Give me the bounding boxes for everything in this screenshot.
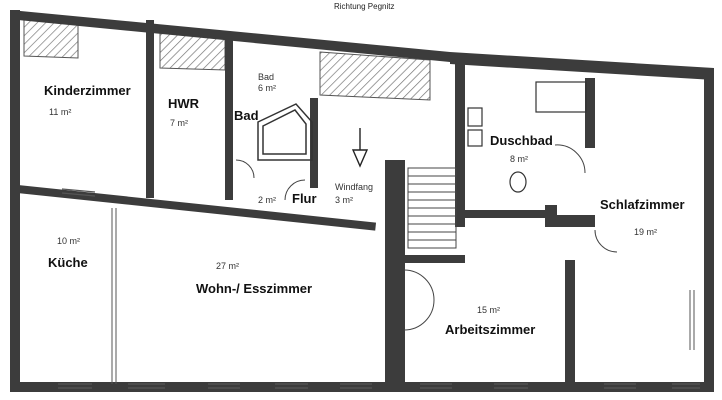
room-kinderzimmer-area: 11 m²	[49, 107, 72, 117]
room-windfang-area: 3 m²	[335, 195, 353, 205]
terrace-hatching	[23, 17, 431, 101]
room-wohnzimmer-name: Wohn-/ Esszimmer	[196, 281, 313, 296]
stairs	[407, 167, 457, 249]
room-bad-area: 6 m²	[258, 83, 276, 93]
partitions	[111, 208, 695, 384]
doors	[235, 144, 618, 331]
room-flur-area: 2 m²	[258, 195, 276, 205]
sanitary-fixtures	[467, 81, 587, 193]
room-bad-small-label: Bad	[258, 72, 275, 82]
room-hwr-name: HWR	[168, 96, 200, 111]
room-schlafzimmer-name: Schlafzimmer	[600, 197, 685, 212]
room-windfang-name: Windfang	[335, 182, 374, 192]
room-bad-name: Bad	[234, 108, 259, 123]
room-flur-name: Flur	[292, 191, 317, 206]
room-kueche-area: 10 m²	[57, 236, 81, 246]
room-kinderzimmer-name: Kinderzimmer	[44, 83, 131, 98]
shower	[257, 103, 313, 161]
room-arbeitszimmer-name: Arbeitszimmer	[445, 322, 536, 337]
outer-walls	[10, 10, 714, 392]
room-arbeitszimmer-area: 15 m²	[477, 305, 501, 315]
entrance-arrow-icon	[351, 128, 369, 168]
room-kueche-name: Küche	[48, 255, 88, 270]
windows	[58, 188, 700, 389]
plan-title: Richtung Pegnitz	[334, 2, 395, 11]
room-duschbad-area: 8 m²	[510, 154, 528, 164]
room-duschbad-name: Duschbad	[490, 133, 553, 148]
room-wohnzimmer-area: 27 m²	[216, 261, 240, 271]
room-hwr-area: 7 m²	[170, 118, 188, 128]
room-schlafzimmer-area: 19 m²	[634, 227, 658, 237]
